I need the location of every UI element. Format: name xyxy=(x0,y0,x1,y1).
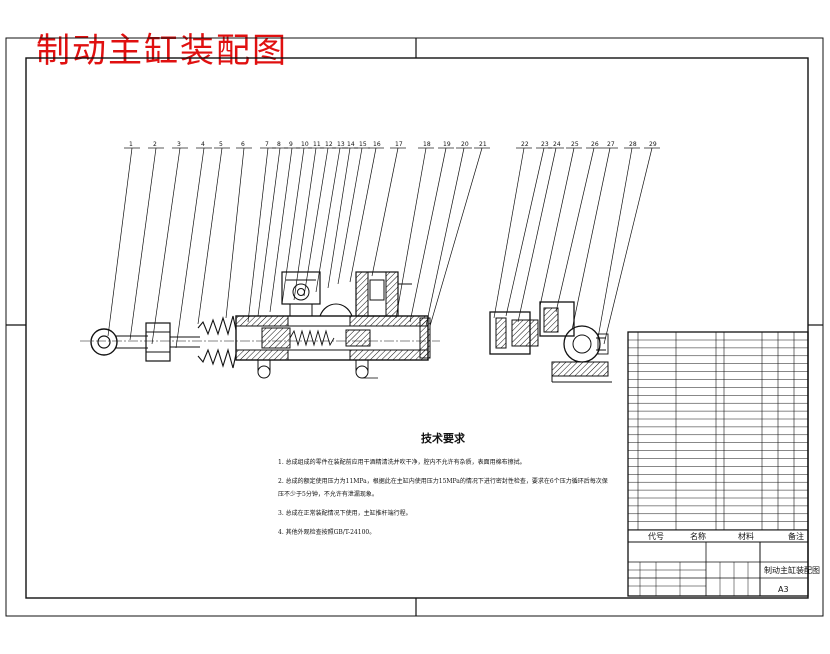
primary-piston xyxy=(261,327,291,349)
secondary-piston xyxy=(345,329,371,347)
requirement-item-3: 3. 总成在正常装配情况下使用，主缸推杆端行程。 xyxy=(278,510,412,517)
balloon-number: 29 xyxy=(649,141,657,148)
header-material: 材料 xyxy=(738,531,754,541)
balloon-number: 19 xyxy=(443,141,451,148)
cylinder-side-view xyxy=(489,301,612,383)
balloon-number: 10 xyxy=(301,141,309,148)
balloon-number: 28 xyxy=(629,141,637,148)
leader-line xyxy=(107,147,133,337)
balloon-number: 15 xyxy=(359,141,367,148)
leader-line xyxy=(315,147,341,293)
leader-line xyxy=(425,147,465,327)
balloon-number: 14 xyxy=(347,141,355,148)
leader-line xyxy=(555,147,595,313)
header-name: 名称 xyxy=(690,531,706,541)
header-code: 代号 xyxy=(648,531,664,541)
requirement-item-4: 4. 其他外观检查按照GB/T-24100。 xyxy=(278,529,376,536)
master-cylinder-section-view xyxy=(80,271,440,379)
balloon-number: 1 xyxy=(129,141,133,148)
balloon-number: 9 xyxy=(289,141,293,148)
mounting-lug-right xyxy=(355,365,369,379)
inlet-boss-1 xyxy=(281,271,321,305)
balloon-number: 24 xyxy=(553,141,561,148)
balloon-number: 26 xyxy=(591,141,599,148)
balloon-number: 25 xyxy=(571,141,579,148)
leader-line xyxy=(151,147,181,345)
leader-line xyxy=(327,147,351,289)
leader-line xyxy=(395,147,427,319)
balloon-number: 13 xyxy=(337,141,345,148)
balloon-number: 7 xyxy=(265,141,269,148)
title-block-drawing-name: 制动主缸装配图 xyxy=(764,565,820,575)
balloon-number: 3 xyxy=(177,141,181,148)
leader-line xyxy=(225,147,245,319)
balloon-number: 27 xyxy=(607,141,615,148)
leader-line xyxy=(349,147,377,283)
leader-line xyxy=(371,147,399,277)
balloon-number: 22 xyxy=(521,141,529,148)
header-remark: 备注 xyxy=(788,531,804,541)
requirement-item-2: 2. 总成的额定使用压力为11MPa，根据此在主缸内使用压力15MPa的情况下进… xyxy=(278,478,608,498)
balloon-number: 17 xyxy=(395,141,403,148)
leader-line xyxy=(129,147,157,341)
technical-requirements: 技术要求 1. 总成组成的零件在装配前应用干酒精清洗并吹干净，腔内不允许有杂质，… xyxy=(278,430,608,545)
requirement-item-1: 1. 总成组成的零件在装配前应用干酒精清洗并吹干净，腔内不允许有杂质，表面用棉布… xyxy=(278,459,526,466)
balloon-number: 6 xyxy=(241,141,245,148)
balloon-number: 8 xyxy=(277,141,281,148)
hex-nut xyxy=(145,322,171,362)
leader-line xyxy=(257,147,281,317)
return-spring xyxy=(289,329,335,347)
rubber-boot xyxy=(197,315,237,369)
leader-line xyxy=(269,147,293,313)
outer-sheet-border xyxy=(5,37,824,617)
leader-line xyxy=(493,147,525,319)
balloon-number: 4 xyxy=(201,141,205,148)
balloon-number: 16 xyxy=(373,141,381,148)
drawing-title: 制动主缸装配图 xyxy=(36,31,288,71)
balloon-number: 5 xyxy=(219,141,223,148)
balloon-number: 21 xyxy=(479,141,487,148)
leader-line xyxy=(571,147,611,331)
leader-line xyxy=(597,147,633,339)
leader-line xyxy=(505,147,545,317)
leader-line xyxy=(303,147,329,297)
leader-line xyxy=(539,147,575,307)
clevis-eye xyxy=(90,328,118,356)
parts-list-table xyxy=(627,331,809,597)
mounting-lug-left xyxy=(257,365,271,379)
leader-line xyxy=(281,147,305,305)
leader-line xyxy=(197,147,223,325)
leader-line xyxy=(517,147,557,323)
requirements-heading: 技术要求 xyxy=(421,432,465,445)
leader-line xyxy=(293,147,317,301)
leader-line xyxy=(603,147,653,345)
leader-line xyxy=(175,147,205,349)
balloon-number: 11 xyxy=(313,141,321,148)
leader-line xyxy=(429,147,483,327)
title-block-sheet-size: A3 xyxy=(778,585,789,594)
leader-line xyxy=(337,147,363,285)
balloon-number: 18 xyxy=(423,141,431,148)
balloon-leaders xyxy=(107,147,660,349)
balloon-number: 12 xyxy=(325,141,333,148)
balloon-number: 23 xyxy=(541,141,549,148)
balloon-number: 2 xyxy=(153,141,157,148)
inner-drawing-frame xyxy=(25,57,809,599)
balloon-number: 20 xyxy=(461,141,469,148)
leader-line xyxy=(409,147,447,323)
leader-line xyxy=(247,147,269,323)
